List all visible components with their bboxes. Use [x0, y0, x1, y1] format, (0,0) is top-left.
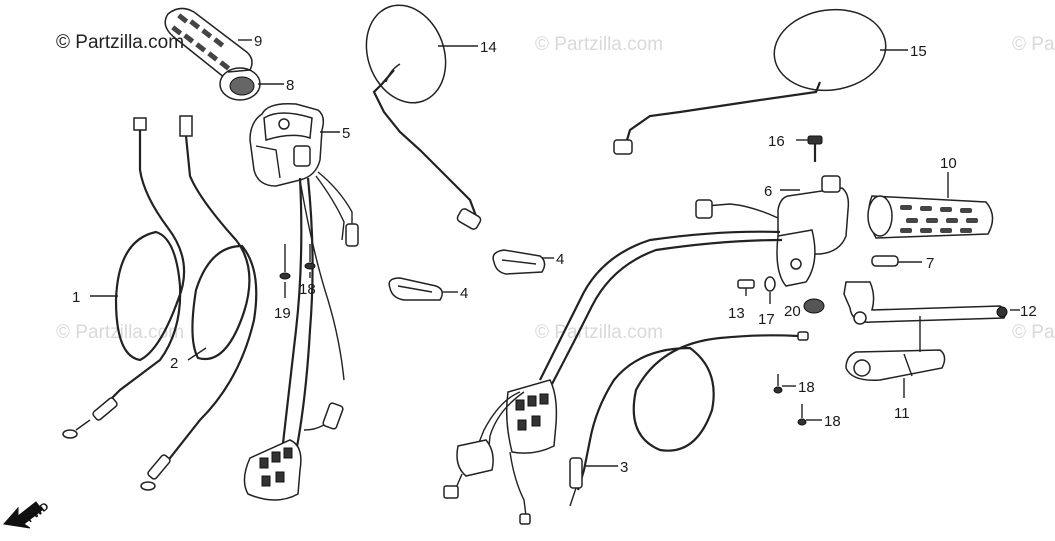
watermark-text: © Partzilla.com — [56, 322, 184, 343]
part-13-bolt[interactable] — [737, 279, 755, 296]
watermark-layer: © Partzilla.com © Partzilla.com © Partzi… — [56, 34, 1055, 343]
part-17-washer[interactable] — [764, 276, 776, 304]
watermark-text: © Partzilla.com — [535, 34, 663, 55]
part-2-throttle-cable[interactable] — [140, 115, 258, 491]
callout-11: 11 — [894, 405, 910, 422]
part-19-screw[interactable] — [279, 244, 291, 280]
part-18-screw-right-upper[interactable] — [773, 374, 783, 394]
callout-7: 7 — [926, 255, 934, 272]
callout-15: 15 — [910, 43, 927, 60]
callout-6: 6 — [764, 183, 772, 200]
part-5-left-switch[interactable] — [249, 102, 325, 187]
callout-2: 2 — [170, 355, 178, 372]
part-15-right-mirror[interactable] — [613, 3, 891, 155]
callout-5: 5 — [342, 125, 350, 142]
callout-13: 13 — [728, 305, 745, 322]
left-switch-harness — [243, 171, 359, 501]
callout-17: 17 — [758, 311, 775, 328]
watermark-text: © Partzilla.com — [1012, 322, 1055, 343]
callout-8: 8 — [286, 77, 294, 94]
callout-20: 20 — [784, 303, 801, 320]
leader-line — [187, 347, 207, 361]
callout-4: 4 — [556, 251, 564, 268]
callout-4: 4 — [460, 285, 468, 302]
part-10-right-grip[interactable] — [867, 195, 994, 239]
watermark-text: © Partzilla.com — [1012, 34, 1055, 55]
part-6-right-switch[interactable] — [695, 175, 850, 287]
part-18-screw[interactable] — [304, 244, 316, 270]
part-7-pivot-bolt[interactable] — [871, 255, 899, 267]
part-16-screw[interactable] — [807, 135, 823, 162]
callout-18: 18 — [798, 379, 815, 396]
part-1-clutch-cable[interactable] — [62, 117, 186, 439]
copyright-label: © Partzilla.com — [56, 32, 185, 53]
part-8-grip-end[interactable] — [219, 67, 261, 101]
right-switch-harness — [443, 230, 783, 525]
callout-1: 1 — [72, 289, 80, 306]
callout-16: 16 — [768, 133, 785, 150]
callout-10: 10 — [940, 155, 957, 172]
fwd-label: FWD — [24, 500, 51, 525]
part-20-nut[interactable] — [803, 298, 825, 314]
part-4-clamp-lower[interactable] — [388, 277, 443, 301]
part-3-brake-cable[interactable] — [569, 331, 809, 507]
callout-18: 18 — [299, 281, 316, 298]
part-11-lever-holder[interactable] — [845, 349, 946, 381]
part-4-clamp-upper[interactable] — [492, 249, 546, 275]
part-12-brake-lever[interactable] — [843, 281, 1008, 325]
watermark-text: © Partzilla.com — [535, 322, 663, 343]
fwd-arrow-icon: FWD — [3, 500, 51, 529]
callout-12: 12 — [1020, 303, 1037, 320]
callout-18: 18 — [824, 413, 841, 430]
callout-19: 19 — [274, 305, 291, 322]
callout-3: 3 — [620, 459, 628, 476]
part-18-screw-right-lower[interactable] — [797, 404, 807, 426]
callout-9: 9 — [254, 33, 262, 50]
callout-14: 14 — [480, 39, 497, 56]
part-14-left-mirror[interactable] — [353, 0, 482, 231]
